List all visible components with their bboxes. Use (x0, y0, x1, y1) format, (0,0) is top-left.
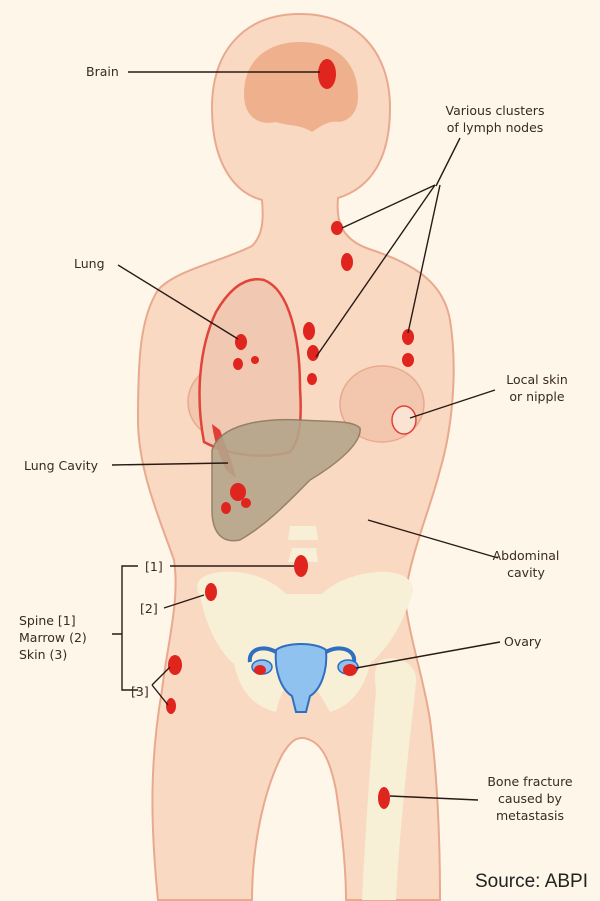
uterus-shape (274, 643, 328, 713)
tumor-liver-3 (221, 502, 231, 514)
tumor-lung-3 (233, 358, 243, 370)
tumor-chest-1 (303, 322, 315, 340)
tumor-skin-2 (166, 698, 176, 714)
tumor-ovary-right (343, 664, 357, 676)
label-marker-1: [1] (145, 559, 163, 574)
source-credit: Source: ABPI (474, 871, 588, 892)
leader-marker-3 (151, 666, 171, 706)
label-lung-cavity: Lung Cavity (24, 458, 99, 473)
spine-vertebrae (288, 526, 318, 562)
leader-abdominal (367, 519, 499, 559)
label-local-skin: Local skin or nipple (488, 371, 586, 405)
label-lymph-line2: of lymph nodes (446, 120, 544, 135)
tumor-spine (294, 555, 308, 577)
femur-bone (362, 658, 417, 900)
leader-lung-cavity (111, 462, 229, 466)
label-abdominal-line2: cavity (507, 565, 545, 580)
tumor-liver-1 (230, 483, 246, 501)
tumor-lung-1 (235, 334, 247, 350)
label-local-skin-line2: or nipple (509, 389, 565, 404)
bracket (112, 565, 138, 691)
label-bone-line3: metastasis (496, 808, 564, 823)
label-marker-2: [2] (140, 601, 158, 616)
tumor-marrow (205, 583, 217, 601)
label-bone-line2: caused by (498, 791, 562, 806)
tumor-spots (166, 59, 414, 809)
leader-lung (117, 264, 239, 340)
tumor-femur (378, 787, 390, 809)
label-brain: Brain (86, 64, 119, 79)
tumor-lung-2 (251, 356, 259, 364)
fallopian-tubes (247, 646, 357, 663)
tumor-chest-2 (307, 345, 319, 361)
leader-lymph-3 (407, 184, 441, 334)
tumor-axilla-1 (402, 329, 414, 345)
leader-lines (111, 71, 501, 801)
tumor-chest-3 (307, 373, 317, 385)
label-ovary: Ovary (504, 634, 542, 649)
leader-lymph-2 (315, 184, 436, 358)
label-legend: Spine [1] Marrow (2) Skin (3) (19, 612, 87, 663)
label-spine: Spine [1] (19, 613, 76, 628)
label-lymph-nodes: Various clusters of lymph nodes (430, 102, 560, 136)
tumor-skin-1 (168, 655, 182, 675)
pelvis-bone (197, 571, 413, 712)
tumor-liver-2 (241, 498, 251, 508)
label-marker-3: [3] (131, 684, 149, 699)
label-local-skin-line1: Local skin (506, 372, 568, 387)
label-marrow: Marrow (2) (19, 630, 87, 645)
label-bone-fracture: Bone fracture caused by metastasis (474, 773, 586, 824)
leader-marker-2 (163, 594, 205, 609)
tumor-axilla-2 (402, 353, 414, 367)
label-abdominal-line1: Abdominal (492, 548, 560, 563)
leader-lymph-1 (341, 184, 436, 229)
label-lymph-line1: Various clusters (445, 103, 545, 118)
leader-lymph-stem (435, 137, 461, 187)
leader-ovary (355, 641, 501, 669)
tumor-ovary-left (254, 665, 266, 675)
label-bone-line1: Bone fracture (487, 774, 573, 789)
label-skin: Skin (3) (19, 647, 68, 662)
tumor-neck-1 (331, 221, 343, 235)
label-abdominal-cavity: Abdominal cavity (478, 547, 574, 581)
brain-shape (244, 42, 358, 132)
liver-shape (211, 418, 361, 542)
right-nipple (391, 405, 417, 435)
tumor-brain (318, 59, 336, 89)
leader-bone (389, 795, 479, 801)
leader-local-skin (409, 389, 496, 419)
label-lung: Lung (74, 256, 105, 271)
tumor-neck-2 (341, 253, 353, 271)
